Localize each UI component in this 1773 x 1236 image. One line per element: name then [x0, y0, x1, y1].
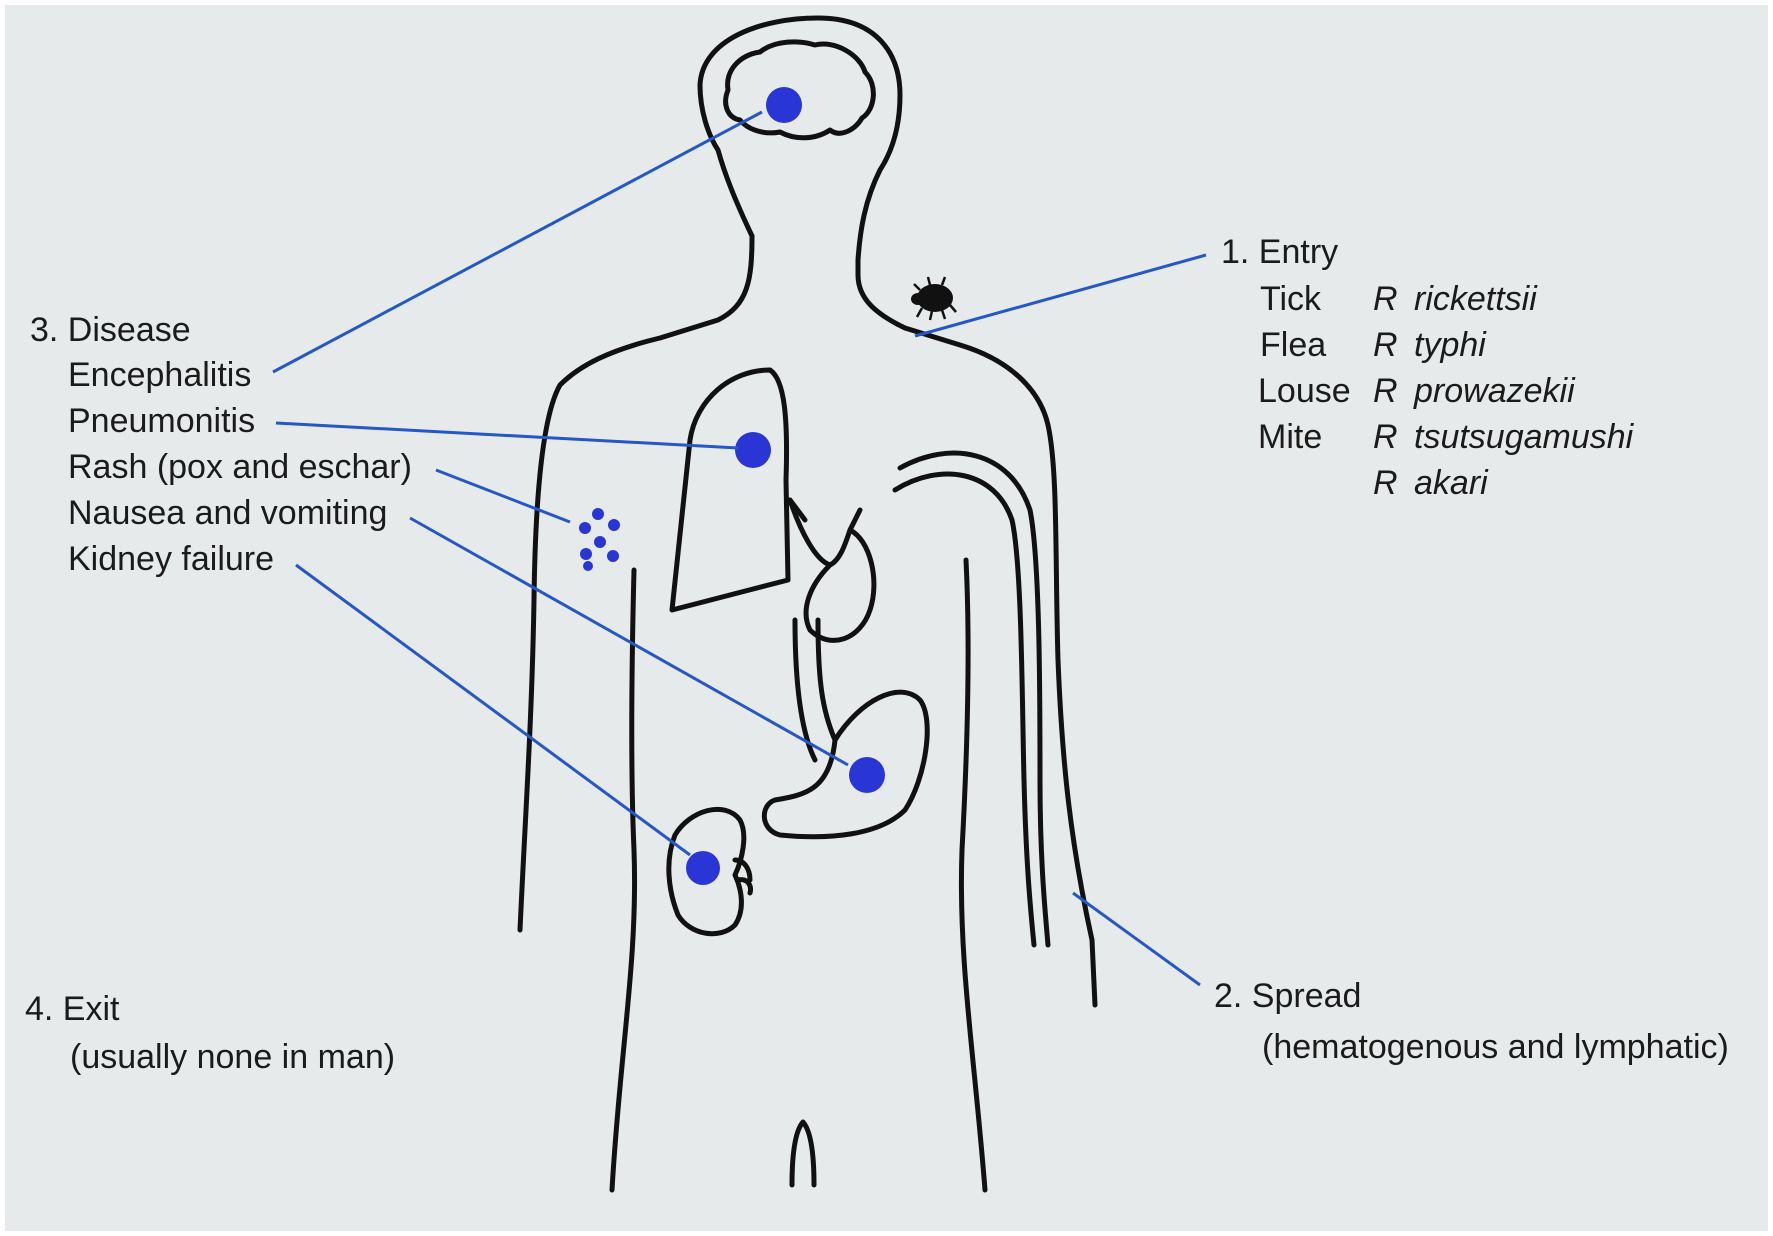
entry-species: akari: [1414, 466, 1488, 500]
entry-vector-name: Flea: [1260, 328, 1326, 362]
entry-species: tsutsugamushi: [1414, 420, 1633, 454]
nausea-leader-line: [410, 518, 848, 765]
entry-genus: R: [1373, 282, 1398, 316]
entry-species: typhi: [1414, 328, 1486, 362]
disease-item: Pneumonitis: [68, 404, 255, 438]
body-outline: [961, 560, 985, 1190]
entry-genus: R: [1373, 328, 1398, 362]
disease-item: Encephalitis: [68, 358, 251, 392]
rash-icon: [579, 508, 620, 571]
exit-detail: (usually none in man): [70, 1040, 395, 1074]
spread-detail: (hematogenous and lymphatic): [1262, 1030, 1729, 1064]
encephalitis-leader-line: [273, 112, 762, 372]
brain-outline: [726, 42, 874, 138]
tick-icon: [911, 277, 956, 320]
exit-heading: 4. Exit: [25, 992, 119, 1026]
disease-item: Kidney failure: [68, 542, 274, 576]
stomach-site-dot: [849, 757, 885, 793]
kidney-site-dot: [686, 851, 720, 885]
entry-vector-name: Mite: [1258, 420, 1322, 454]
body-outline: [700, 18, 1095, 1005]
esophagus-outline: [795, 620, 815, 760]
pneumonitis-leader-line: [276, 423, 738, 448]
entry-genus: R: [1373, 466, 1398, 500]
body-outline: [612, 570, 635, 1190]
lung-site-dot: [735, 432, 771, 468]
disease-item: Nausea and vomiting: [68, 496, 387, 530]
entry-genus: R: [1373, 420, 1398, 454]
body-outline: [792, 1122, 814, 1185]
entry-leader-line: [915, 255, 1206, 336]
vessel-outline: [895, 474, 1034, 945]
lung-outline: [672, 370, 788, 610]
rash-leader-line: [436, 470, 570, 522]
disease-item: Rash (pox and eschar): [68, 450, 412, 484]
entry-vector-name: Tick: [1260, 282, 1321, 316]
entry-species: prowazekii: [1414, 374, 1575, 408]
entry-genus: R: [1373, 374, 1398, 408]
heart-outline: [790, 500, 874, 640]
brain-site-dot: [766, 87, 802, 123]
spread-heading: 2. Spread: [1214, 979, 1361, 1013]
disease-heading: 3. Disease: [30, 313, 191, 347]
entry-species: rickettsii: [1414, 282, 1537, 316]
entry-vector-name: Louse: [1258, 374, 1351, 408]
entry-heading: 1. Entry: [1221, 235, 1338, 269]
